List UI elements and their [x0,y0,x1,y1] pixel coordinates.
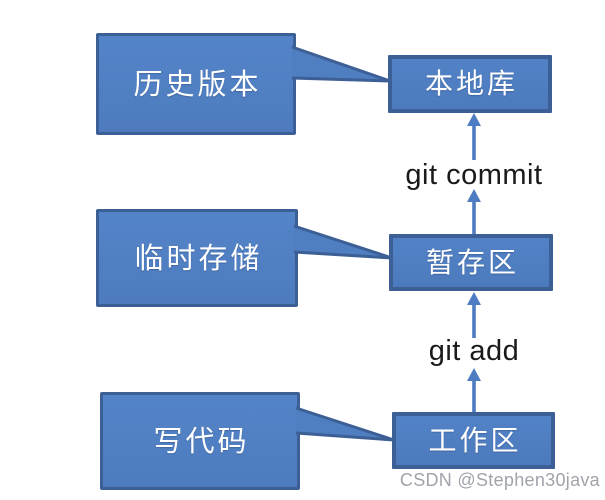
callout-temp-storage: 临时存储 [96,209,298,307]
callout-history-version-label: 历史版本 [133,66,262,101]
callout-temp-storage-label: 临时存储 [134,240,263,275]
arrow-label-git-add: git add [428,335,520,367]
callout-history-version: 历史版本 [96,33,296,135]
arrow-working-to-staging [467,292,481,413]
callout-pointer-history [291,45,391,83]
node-local-repo-label: 本地库 [424,67,518,100]
node-staging-area-label: 暂存区 [425,245,519,279]
watermark-text: CSDN @Stephen30java [399,470,600,490]
callout-pointer-temp [293,224,393,260]
callout-write-code-label: 写代码 [153,423,250,458]
node-local-repo: 本地库 [388,55,552,113]
node-working-area-label: 工作区 [428,423,522,457]
callout-write-code: 写代码 [100,392,300,490]
node-working-area: 工作区 [392,412,555,469]
arrow-staging-to-local [467,113,481,235]
callout-pointer-write [295,406,395,442]
arrow-label-git-commit: git commit [405,159,543,191]
node-staging-area: 暂存区 [389,234,553,291]
